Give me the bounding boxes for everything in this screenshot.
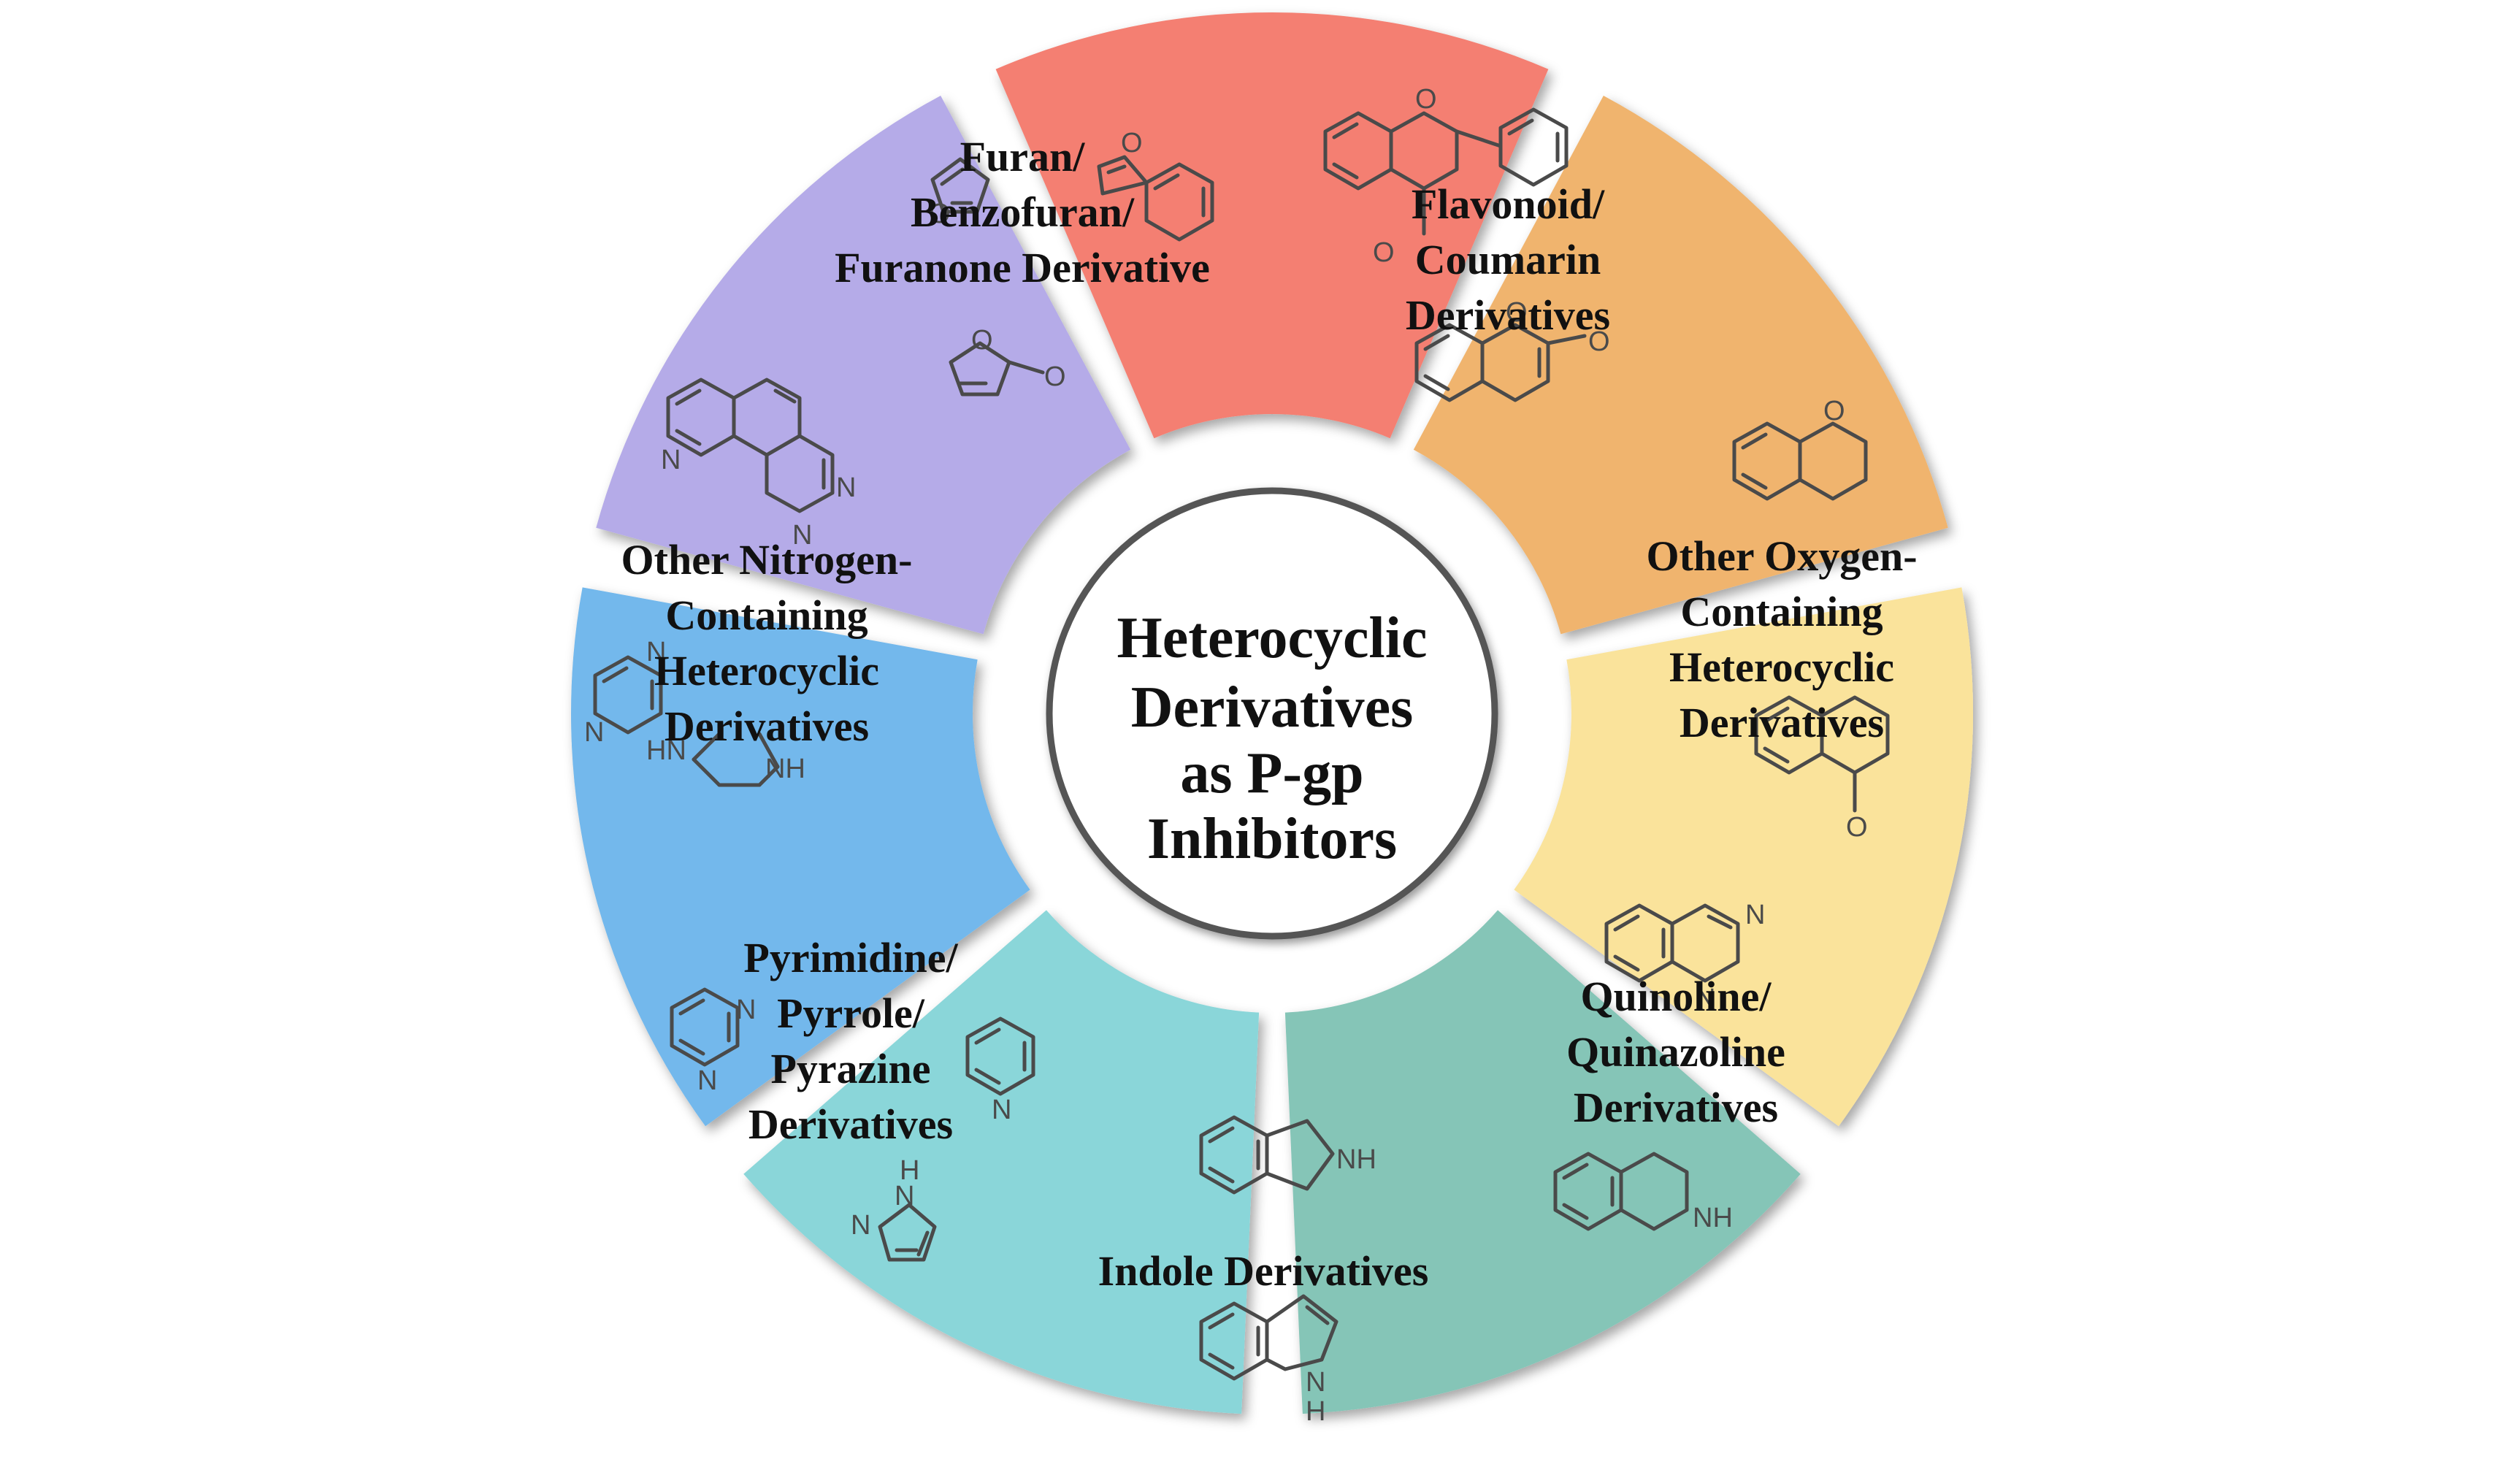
atom-label: O bbox=[971, 325, 993, 356]
segment-label-indole-line-1: Indole Derivatives bbox=[1098, 1247, 1429, 1295]
atom-label: N bbox=[1696, 984, 1715, 1014]
segment-nitrogen bbox=[596, 96, 1131, 635]
segment-label-oxygen-line-1: Other Oxygen- bbox=[1646, 532, 1917, 580]
atom-label: O bbox=[1506, 297, 1528, 328]
atom-label: O bbox=[1846, 812, 1868, 843]
tetralone-structure: O bbox=[1754, 695, 1890, 843]
atom-label: H bbox=[1306, 1396, 1325, 1427]
atom-label: HN bbox=[646, 735, 686, 766]
atom-label: N bbox=[584, 717, 604, 748]
center-hub: Heterocyclic Derivatives as P-gp Inhibit… bbox=[1046, 487, 1498, 940]
isoindoline-structure: NH bbox=[1199, 1115, 1376, 1195]
benzofuran-structure: O bbox=[1097, 128, 1214, 242]
segment-label-pyrimidine-line-1: Pyrimidine/ bbox=[743, 934, 958, 981]
atom-label: O bbox=[1373, 237, 1395, 268]
segment-quinoline bbox=[1284, 910, 1801, 1414]
atom-label: H bbox=[900, 1155, 919, 1186]
segment-label-furan-line-3: Furanone Derivative bbox=[835, 244, 1210, 291]
segment-label-pyrimidine-line-2: Pyrrole/ bbox=[777, 989, 925, 1037]
center-title-line-4: Inhibitors bbox=[1147, 807, 1397, 871]
coumarin-structure: O O bbox=[1414, 297, 1610, 402]
atom-label: N bbox=[836, 472, 856, 503]
segment-label-quinoline-line-3: Derivatives bbox=[1574, 1084, 1778, 1131]
chromane-structure: O bbox=[1732, 396, 1868, 501]
pyrimidine-structure: N N bbox=[670, 987, 756, 1096]
atom-label: N bbox=[1306, 1367, 1325, 1398]
center-circle bbox=[1046, 487, 1498, 940]
atom-label: O bbox=[1121, 128, 1143, 158]
segment-oxygen bbox=[1514, 587, 1973, 1127]
segment-label-oxygen-line-3: Heterocyclic bbox=[1669, 643, 1894, 691]
molecule-structures: O O O O O O bbox=[584, 84, 1890, 1427]
center-title-line-3: as P-gp bbox=[1180, 741, 1363, 805]
segment-label-oxygen-line-4: Derivatives bbox=[1680, 699, 1884, 746]
atom-label: O bbox=[1823, 396, 1845, 426]
segment-label-pyrimidine-line-3: Pyrazine bbox=[770, 1045, 930, 1092]
segment-label-nitrogen-line-3: Heterocyclic bbox=[654, 647, 879, 694]
diazaanthracene-structure: N N N bbox=[661, 378, 856, 551]
atom-label: O bbox=[929, 199, 951, 229]
atom-label: N bbox=[992, 1095, 1011, 1125]
segment-label-nitrogen-line-4: Derivatives bbox=[665, 702, 869, 750]
segment-label-nitrogen-line-1: Other Nitrogen- bbox=[621, 536, 913, 583]
segment-label-furan-line-2: Benzofuran/ bbox=[911, 188, 1135, 236]
segment-flavonoid bbox=[1413, 96, 1948, 635]
indole-structure: N H bbox=[1199, 1294, 1338, 1427]
segment-label-quinoline-line-1: Quinoline/ bbox=[1580, 973, 1772, 1020]
segment-label-quinoline-line-2: Quinazoline bbox=[1566, 1028, 1785, 1076]
quinazoline-structure: N N bbox=[1604, 900, 1765, 1014]
furan-structure: O bbox=[929, 157, 990, 229]
segment-label-flavonoid-line-1: Flavonoid/ bbox=[1412, 180, 1605, 228]
atom-label: O bbox=[1044, 361, 1066, 392]
atom-label: N bbox=[792, 520, 812, 551]
atom-label: N bbox=[895, 1181, 914, 1211]
segment-label-furan-line-1: Furan/ bbox=[960, 133, 1086, 180]
pyrazole-structure: N N H bbox=[851, 1155, 937, 1262]
center-title-line-2: Derivatives bbox=[1131, 675, 1414, 740]
segment-wedges bbox=[571, 12, 1973, 1414]
atom-label: N bbox=[736, 995, 756, 1025]
atom-label: N bbox=[697, 1065, 717, 1096]
atom-label: N bbox=[851, 1210, 870, 1241]
piperazine-structure: HN NH bbox=[646, 732, 805, 787]
segment-label-nitrogen-line-2: Containing bbox=[665, 591, 868, 639]
center-title-line-1: Heterocyclic bbox=[1117, 606, 1428, 670]
flavone-structure: O O bbox=[1323, 84, 1569, 268]
atom-label: N bbox=[646, 637, 666, 667]
atom-label: N bbox=[661, 445, 681, 475]
segment-label-flavonoid-line-2: Coumarin bbox=[1415, 236, 1601, 283]
atom-label: N bbox=[1745, 900, 1765, 930]
segment-labels: Furan/Benzofuran/Furanone Derivative Flav… bbox=[621, 133, 1918, 1295]
atom-label: NH bbox=[1336, 1144, 1376, 1175]
furanone-structure: O O bbox=[949, 325, 1066, 397]
atom-label: NH bbox=[1693, 1203, 1733, 1233]
segment-label-pyrimidine-line-4: Derivatives bbox=[748, 1100, 953, 1148]
tetrahydroisoquinoline-structure: NH bbox=[1553, 1152, 1733, 1233]
atom-label: O bbox=[1415, 84, 1437, 115]
triazine-structure: N N bbox=[584, 637, 666, 748]
atom-label: O bbox=[1588, 326, 1610, 357]
segment-pyrimidine bbox=[571, 587, 1030, 1127]
segment-label-flavonoid-line-3: Derivatives bbox=[1406, 291, 1610, 339]
segment-indole bbox=[743, 910, 1260, 1414]
segment-label-oxygen-line-2: Containing bbox=[1680, 588, 1883, 635]
atom-label: NH bbox=[765, 754, 805, 784]
pyridine-structure: N bbox=[965, 1016, 1035, 1125]
